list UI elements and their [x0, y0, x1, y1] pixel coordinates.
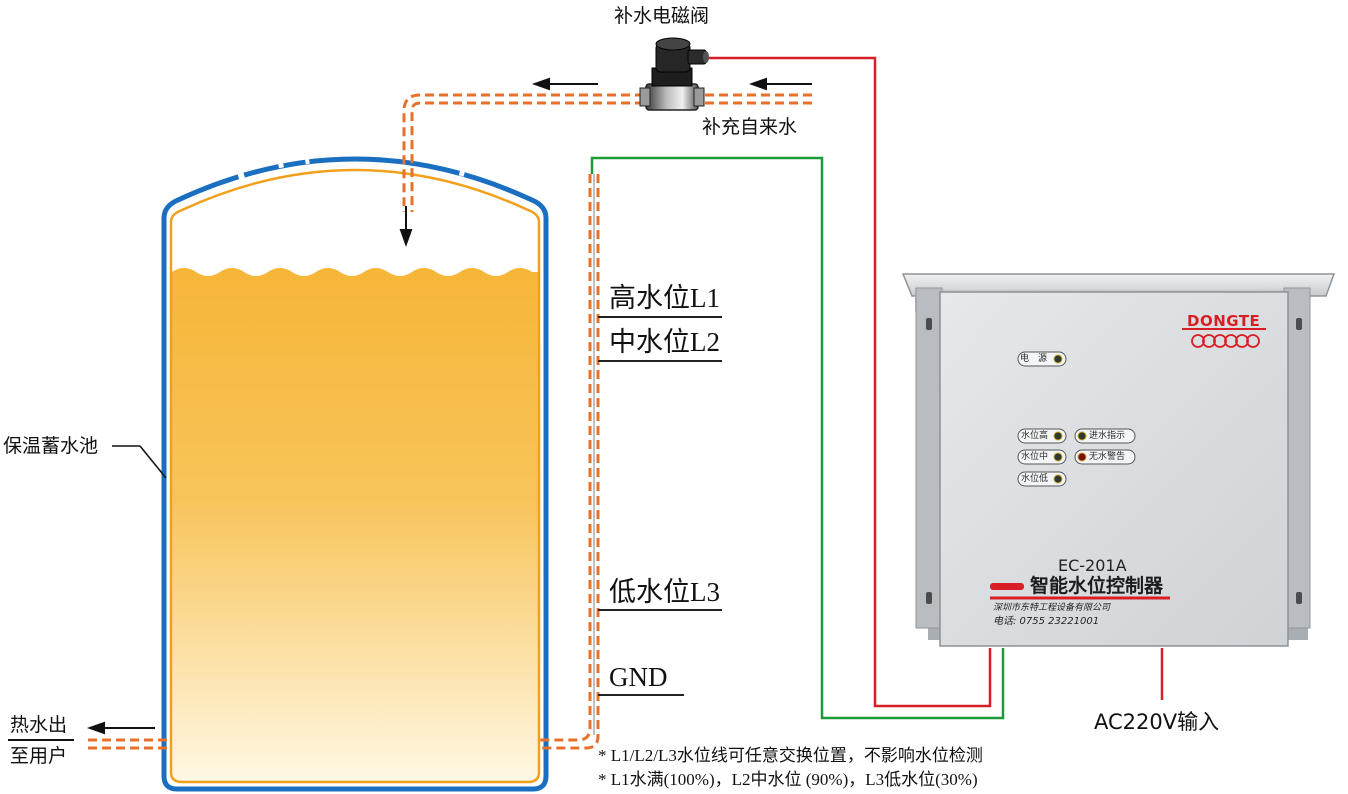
supply-pipe: [402, 93, 812, 212]
note-line-1: * L1/L2/L3水位线可任意交换位置，不影响水位检测: [598, 746, 983, 765]
no-water-alarm-label: 无水警告: [1089, 452, 1126, 462]
inlet-indicator-label: 进水指示: [1089, 431, 1126, 441]
supply-label: 补充自来水: [702, 116, 798, 138]
level-label-l2: 中水位L2: [609, 327, 720, 357]
level-label-gnd: GND: [609, 662, 668, 692]
level-line-l1: [598, 316, 722, 318]
flow-arrows: [87, 77, 812, 735]
level-label-l1: 高水位L1: [609, 283, 720, 313]
green-wire: [590, 156, 1005, 720]
tank-inner-wall: [169, 168, 541, 784]
valve-label: 补水电磁阀: [614, 5, 710, 27]
brand-coil-icon: [1191, 334, 1260, 348]
insulated-tank: [161, 153, 549, 792]
red-wire: [705, 56, 1164, 708]
outlet-label-line1: 热水出: [10, 714, 68, 736]
outlet-divider: [8, 739, 74, 741]
tank-leader: [139, 445, 167, 479]
led-indicator-icon: [1053, 354, 1087, 484]
tank-outer-wall: [161, 156, 549, 792]
brand-logo-text: DONGTE: [1187, 312, 1261, 330]
ac-input-label: AC220V输入: [1094, 710, 1220, 734]
solenoid-valve-icon: [639, 37, 709, 111]
outlet-label-line2: 至用户: [10, 745, 68, 767]
tank-label: 保温蓄水池: [3, 435, 99, 457]
controller-box: [901, 273, 1336, 647]
level-line-l3: [598, 609, 722, 611]
level-low-indicator-label: 水位低: [1021, 474, 1049, 484]
level-line-l2: [598, 360, 722, 362]
probe-tube: [540, 174, 600, 750]
level-mid-indicator-label: 水位中: [1021, 452, 1049, 462]
tank-water: [172, 268, 538, 782]
level-line-gnd: [598, 694, 684, 696]
outlet-pipe: [88, 738, 168, 750]
model-number: EC-201A: [1058, 556, 1127, 575]
power-indicator-label: 电 源: [1020, 354, 1048, 364]
product-name: 智能水位控制器: [1030, 575, 1164, 597]
level-high-indicator-label: 水位高: [1021, 431, 1049, 441]
phone-number: 电话: 0755 23221001: [993, 616, 1100, 627]
note-line-2: * L1水满(100%)，L2中水位 (90%)，L3低水位(30%): [598, 770, 978, 789]
level-label-l3: 低水位L3: [609, 577, 720, 607]
company-name: 深圳市东特工程设备有限公司: [993, 603, 1111, 613]
